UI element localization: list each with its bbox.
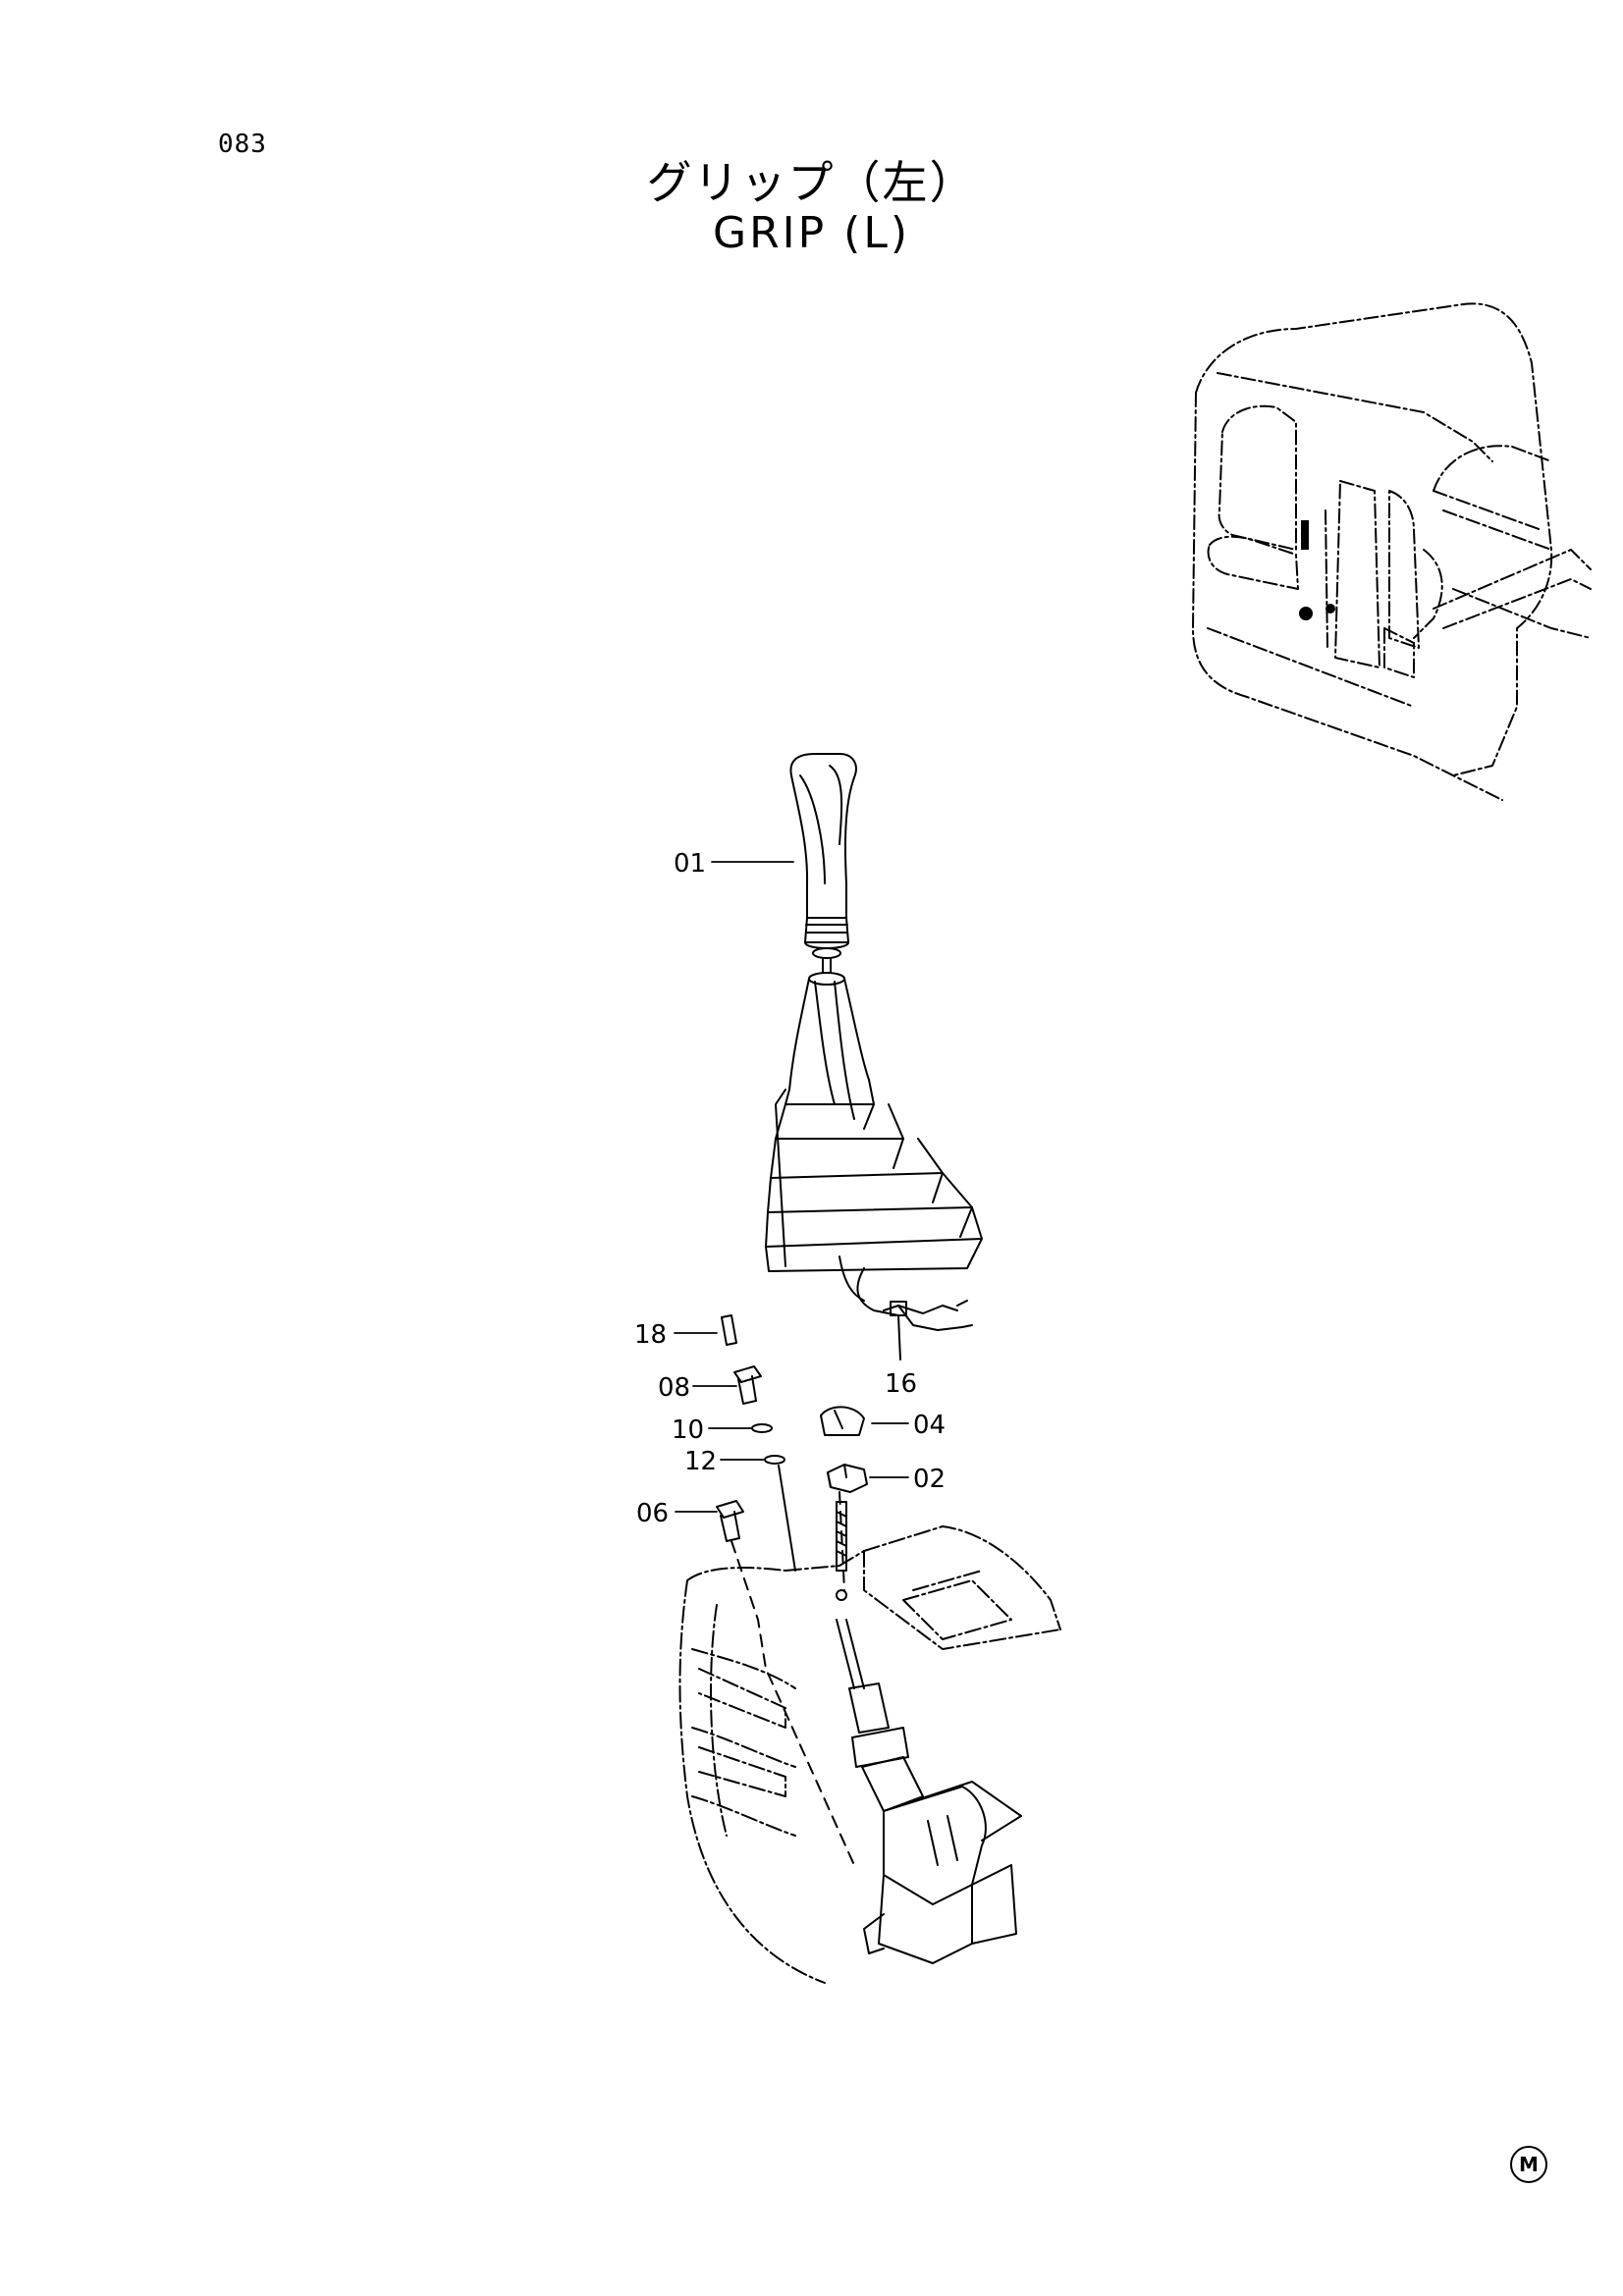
cab-overview-illustration — [1192, 302, 1592, 801]
stud — [836, 1501, 847, 1601]
callout-04: 04 — [913, 1411, 946, 1440]
bolt-06 — [716, 1500, 744, 1542]
grip-knob — [789, 753, 857, 973]
hidden-lines — [730, 1491, 855, 1866]
callout-12: 12 — [684, 1447, 717, 1476]
pin-18 — [721, 1314, 737, 1346]
wire-harness — [883, 1300, 973, 1361]
console-housing — [678, 1525, 1061, 1984]
callout-10: 10 — [672, 1415, 704, 1445]
callout-02: 02 — [913, 1465, 946, 1494]
nut-02 — [827, 1464, 868, 1493]
assembly-line — [778, 1465, 796, 1572]
callout-08: 08 — [658, 1373, 690, 1403]
bolt-08 — [733, 1365, 762, 1405]
callout-16: 16 — [885, 1369, 917, 1399]
callout-06: 06 — [636, 1499, 669, 1528]
washer-12 — [764, 1455, 785, 1465]
page-number: 083 — [218, 130, 267, 159]
title-english: GRIP (L) — [712, 208, 910, 258]
leader-lines — [674, 861, 909, 1513]
nut-04 — [820, 1406, 865, 1436]
callout-18: 18 — [634, 1320, 667, 1350]
title-japanese: グリップ（左） — [646, 156, 977, 209]
rubber-boot — [765, 972, 983, 1316]
washer-10 — [751, 1423, 773, 1433]
pilot-valve — [836, 1619, 1022, 1964]
callout-01: 01 — [674, 849, 706, 879]
footer-marker: M — [1510, 2146, 1547, 2183]
